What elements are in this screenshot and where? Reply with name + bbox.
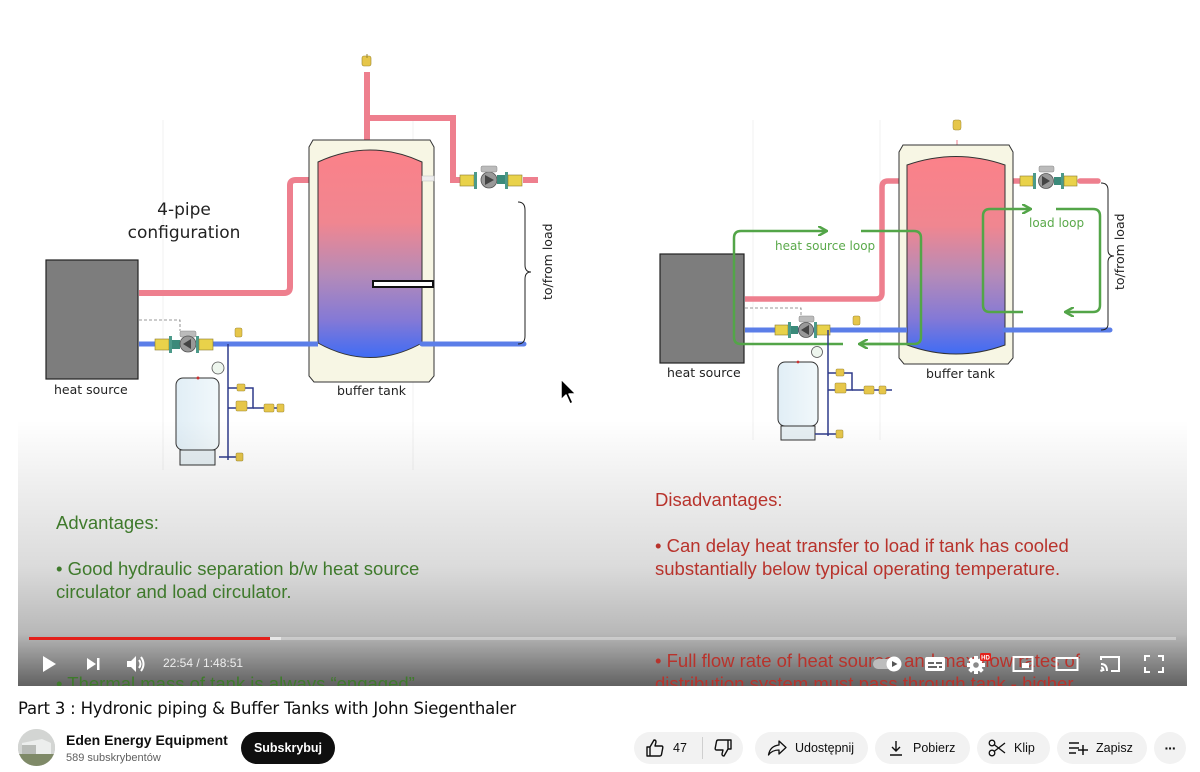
theater-mode-button[interactable] (1054, 652, 1080, 676)
progress-bar[interactable] (29, 637, 1176, 640)
volume-button[interactable] (124, 652, 148, 676)
right-diagram (659, 119, 1115, 441)
load-loop-label: load loop (1029, 216, 1085, 230)
load-loop-left (981, 209, 1030, 314)
load-loop-right (1056, 207, 1102, 312)
subtitles-button[interactable] (923, 652, 947, 676)
thumbs-down-icon (714, 739, 732, 757)
play-button[interactable] (38, 652, 60, 676)
clip-label: Klip (1014, 741, 1035, 755)
cast-button[interactable] (1098, 652, 1122, 676)
player-controls: 22:54 / 1:48:51 (18, 644, 1187, 684)
more-icon: ··· (1164, 740, 1177, 756)
download-icon (890, 741, 902, 756)
miniplayer-icon (1012, 656, 1034, 672)
right-to-from-load-label: to/from load (1112, 213, 1127, 290)
advantages-block: Advantages: • Good hydraulic separation … (56, 488, 476, 686)
scissors-icon (988, 739, 1006, 757)
download-label: Pobierz (913, 741, 956, 755)
load-circulator (459, 165, 523, 189)
fullscreen-icon (1144, 655, 1164, 673)
channel-avatar[interactable] (18, 729, 55, 766)
advantages-heading: Advantages: (56, 512, 159, 533)
subscribe-button[interactable]: Subskrybuj (241, 732, 335, 764)
share-icon (767, 740, 787, 756)
fullscreen-button[interactable] (1142, 652, 1166, 676)
dislike-button[interactable] (703, 732, 743, 764)
heat-source-box (659, 253, 745, 364)
like-divider (702, 737, 703, 759)
like-count: 47 (673, 741, 687, 755)
advantage-item: • Thermal mass of tank is always “engage… (56, 673, 415, 686)
miniplayer-button[interactable] (1011, 652, 1035, 676)
left-to-from-load-label: to/from load (540, 223, 555, 300)
left-diagram-title: 4-pipe configuration (122, 199, 246, 245)
cast-icon (1100, 656, 1120, 672)
progress-played (29, 637, 271, 640)
video-frame-slide: 4-pipe configuration heat source buffer … (18, 0, 1187, 686)
channel-name[interactable]: Eden Energy Equipment (66, 732, 228, 748)
download-button[interactable]: Pobierz (875, 732, 970, 764)
left-buffer-tank-label: buffer tank (337, 383, 406, 398)
settings-icon: HD (967, 653, 991, 674)
thumbs-up-icon (646, 739, 664, 757)
title-line-1: 4-pipe (157, 200, 211, 220)
right-buffer-tank-label: buffer tank (926, 366, 995, 381)
like-button[interactable]: 47 (634, 732, 702, 764)
avatar-image (18, 729, 55, 766)
save-button[interactable]: Zapisz (1057, 732, 1147, 764)
heat-source-box (45, 259, 139, 380)
settings-button[interactable]: HD (966, 652, 992, 676)
hydronic-diagrams (45, 54, 1115, 470)
hd-badge: HD (981, 655, 990, 661)
like-dislike-group: 47 (634, 732, 743, 764)
left-diagram (45, 54, 538, 470)
heat-source-loop-left (732, 231, 843, 346)
volume-icon (127, 656, 145, 672)
heat-source-loop-right (861, 229, 923, 346)
subscriber-count: 589 subskrybentów (66, 752, 161, 764)
disadvantages-heading: Disadvantages: (655, 489, 783, 510)
disadvantage-item: • Can delay heat transfer to load if tan… (655, 535, 1069, 579)
advantage-item: • Good hydraulic separation b/w heat sou… (56, 558, 420, 602)
clip-button[interactable]: Klip (977, 732, 1050, 764)
heat-source-loop-label: heat source loop (775, 239, 876, 253)
theater-mode-icon (1055, 657, 1079, 671)
time-display: 22:54 / 1:48:51 (163, 656, 244, 670)
share-button[interactable]: Udostępnij (755, 732, 868, 764)
play-icon (43, 656, 56, 672)
hot-supply-pipe (139, 177, 318, 296)
disadvantages-block: Disadvantages: • Can delay heat transfer… (655, 465, 1155, 686)
right-heat-source-label: heat source (667, 365, 741, 380)
video-player[interactable]: 4-pipe configuration heat source buffer … (18, 0, 1187, 686)
buffer-tank (317, 149, 423, 358)
more-actions-button[interactable]: ··· (1154, 732, 1186, 764)
heat-source-circulator (154, 330, 214, 353)
save-label: Zapisz (1096, 741, 1133, 755)
autoplay-toggle-icon (873, 656, 902, 672)
playlist-add-icon (1069, 742, 1088, 755)
video-title: Part 3 : Hydronic piping & Buffer Tanks … (18, 699, 516, 718)
title-line-2: configuration (127, 223, 241, 243)
share-label: Udostępnij (795, 741, 855, 755)
next-button[interactable] (82, 652, 104, 676)
subtitles-icon (925, 657, 945, 671)
buffer-tank (906, 156, 1006, 355)
disadvantage-item: • Full flow rate of heat source, and max… (655, 650, 1080, 686)
next-icon (87, 658, 100, 670)
autoplay-toggle[interactable] (871, 652, 905, 676)
left-heat-source-label: heat source (54, 382, 128, 397)
